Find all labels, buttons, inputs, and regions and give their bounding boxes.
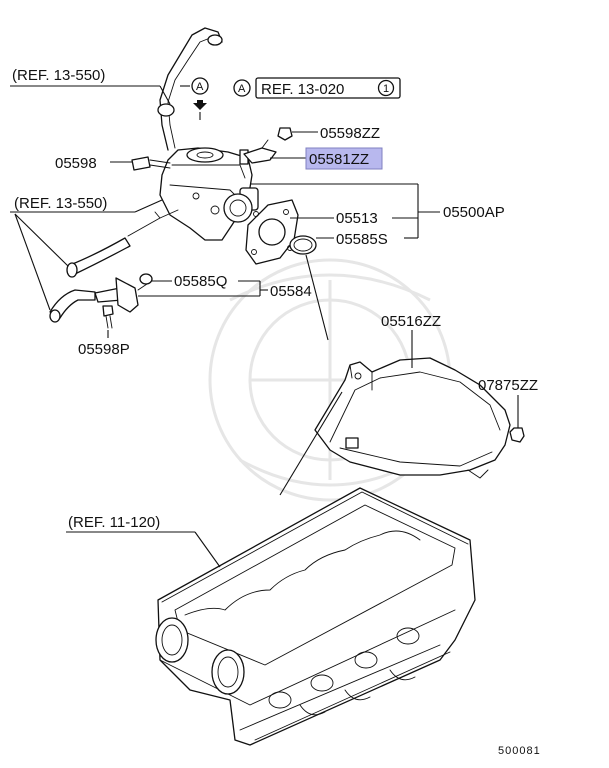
label-ref-11-120: (REF. 11-120) xyxy=(68,514,160,531)
label-05598: 05598 xyxy=(55,155,97,172)
bolt-05598 xyxy=(110,156,171,171)
hose-upper xyxy=(66,217,161,278)
hose-lower xyxy=(49,289,96,323)
diagram-code: 500081 xyxy=(498,745,541,757)
leader-lines xyxy=(10,85,440,568)
label-05598ZZ: 05598ZZ xyxy=(320,125,380,142)
ref-13-020-group: A REF. 13-020 1 xyxy=(233,77,401,99)
bracket-05581ZZ xyxy=(243,139,277,164)
highlight-box-05581ZZ xyxy=(305,147,383,170)
oring-05585Q xyxy=(139,273,153,285)
bolt-05598P xyxy=(102,305,114,329)
gasket-05513 xyxy=(245,199,299,265)
bolt-07875ZZ xyxy=(509,395,525,443)
heat-shield xyxy=(314,357,511,479)
bolt-05598ZZ xyxy=(277,127,318,141)
label-05516ZZ: 05516ZZ xyxy=(381,313,441,330)
ref-13-020-circle-number: 1 xyxy=(383,83,390,95)
marker-a-letter: A xyxy=(196,81,204,93)
pipe-05584 xyxy=(94,277,151,313)
egr-pipe-top xyxy=(157,27,223,151)
ref-13-020-marker: A xyxy=(238,83,246,95)
label-ref-13-550-mid: (REF. 13-550) xyxy=(14,195,107,212)
label-05598P: 05598P xyxy=(78,341,130,358)
label-ref-13-550-top: (REF. 13-550) xyxy=(12,67,105,84)
egr-valve xyxy=(154,147,259,241)
label-05584: 05584 xyxy=(270,283,312,300)
label-05500AP: 05500AP xyxy=(443,204,505,221)
ring-05585S xyxy=(289,235,317,255)
label-05581ZZ: 05581ZZ xyxy=(309,151,369,168)
cylinder-head xyxy=(155,487,476,746)
label-ref-13-020: REF. 13-020 xyxy=(261,81,344,98)
label-05513: 05513 xyxy=(336,210,378,227)
label-05585Q: 05585Q xyxy=(174,273,227,290)
arrow-a-marker: A xyxy=(191,77,209,120)
label-05585S: 05585S xyxy=(336,231,388,248)
label-07875ZZ: 07875ZZ xyxy=(478,377,538,394)
